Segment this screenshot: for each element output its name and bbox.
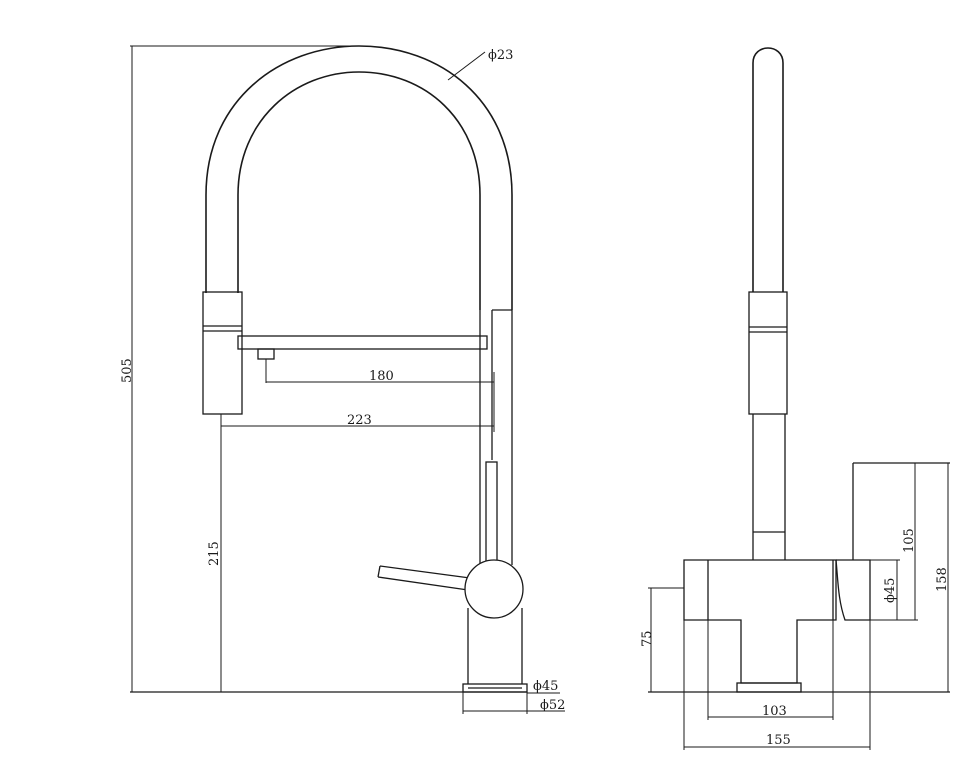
spout-leader [447, 51, 486, 81]
label-width-inner: 103 [762, 704, 787, 719]
front-view: ϕ23 505 215 180 223 ϕ45 ϕ52 [120, 45, 565, 714]
label-diameter-base-inner: ϕ45 [533, 679, 558, 694]
label-diameter-spout: ϕ23 [488, 48, 513, 63]
spray-head [202, 291, 243, 415]
spout-arch-outer [205, 45, 513, 310]
holder-bar [237, 335, 488, 350]
side-handle-body [835, 559, 871, 621]
side-spout-tube [752, 47, 784, 292]
side-spray-head [748, 291, 788, 415]
label-width-outer: 155 [766, 733, 791, 748]
lever-hub [464, 559, 524, 619]
label-height-right: 158 [935, 567, 950, 592]
label-height-total: 505 [120, 358, 135, 383]
lever-bottom [377, 576, 469, 591]
side-view: 75 103 155 105 ϕ45 158 [640, 47, 950, 750]
label-reach-inner: 180 [369, 369, 394, 384]
label-diameter-handle: ϕ45 [883, 578, 898, 603]
side-base-plate [736, 682, 802, 693]
label-diameter-base-outer: ϕ52 [540, 698, 565, 713]
outlet-nozzle [257, 348, 275, 360]
label-reach-outer: 223 [347, 413, 372, 428]
side-main-block [683, 559, 837, 684]
lever-end [377, 565, 381, 578]
rod [485, 461, 498, 569]
label-height-handle: 105 [902, 528, 917, 553]
label-height-lower: 215 [207, 541, 222, 566]
label-height-block: 75 [640, 630, 655, 647]
spout-arch-inner [237, 71, 481, 310]
lever-top [379, 565, 471, 579]
